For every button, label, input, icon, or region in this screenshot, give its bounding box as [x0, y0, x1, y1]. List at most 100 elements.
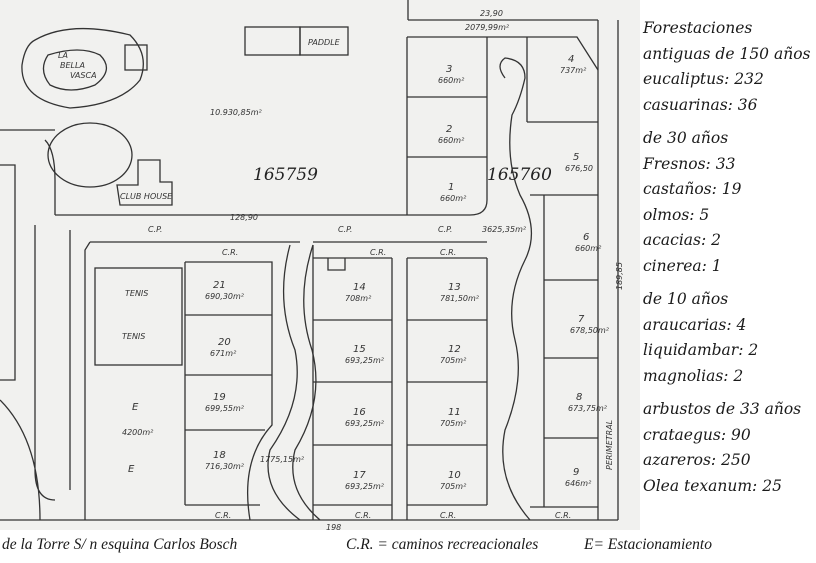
- lot-number: 4: [568, 54, 574, 65]
- lot-area: 678,50m²: [570, 326, 610, 335]
- legend-line: olmos: 5: [643, 205, 710, 224]
- lot-number: 6: [583, 232, 589, 243]
- left-area-label: 10.930,85m²: [210, 108, 263, 117]
- tennis-court: [94, 267, 183, 366]
- lot-number: 14: [353, 282, 366, 293]
- caption-bar: de la Torre S/ n esquina Carlos Bosch C.…: [0, 536, 816, 563]
- legend-line: azareros: 250: [643, 451, 751, 469]
- lot-number: 12: [448, 344, 461, 355]
- lot-area: 660m²: [440, 194, 467, 203]
- lot-area: 660m²: [438, 136, 465, 145]
- cr-label: C.R.: [355, 511, 371, 520]
- parcel-number: 165759: [253, 165, 318, 185]
- tennis-label: TENIS: [122, 332, 145, 341]
- parking-area-label: 4200m²: [122, 428, 154, 437]
- lot-area: 705m²: [440, 356, 467, 365]
- cp-road: [55, 214, 487, 520]
- legend-line: castaños: 19: [643, 180, 742, 198]
- site-plan-map: LA BELLA VASCA PADDLE CLUB HOUSE 10.930,…: [0, 0, 640, 530]
- legend-heading: de 10 años: [643, 290, 729, 308]
- lot-area: 693,25m²: [345, 356, 385, 365]
- cr-label: C.R.: [370, 248, 386, 257]
- lot-area: 676,50: [565, 164, 593, 173]
- lot-area: 705m²: [440, 419, 467, 428]
- tennis-label: TENIS: [125, 289, 148, 298]
- legend-heading: arbustos de 33 años: [643, 400, 802, 418]
- legend-line: acacias: 2: [643, 231, 722, 249]
- plan-boundary: [0, 0, 619, 521]
- lot-number: 7: [578, 314, 585, 325]
- lot-area: 660m²: [438, 76, 465, 85]
- lot-lines-west-block: [184, 261, 273, 521]
- legend-line: cinerea: 1: [643, 256, 722, 275]
- legend-line: Fresnos: 33: [643, 154, 736, 173]
- lot-number: 21: [213, 280, 226, 291]
- west-roads: [0, 129, 71, 521]
- cr-label: C.R.: [222, 248, 238, 257]
- pool-deck: [124, 44, 148, 71]
- lot-number: 11: [448, 407, 461, 418]
- lot-area: 699,55m²: [205, 404, 245, 413]
- legend-line: casuarinas: 36: [643, 95, 758, 114]
- lot-lines-north: [406, 36, 599, 508]
- lot-number: 5: [573, 152, 579, 163]
- cr-label: C.R.: [440, 511, 456, 520]
- e-legend-note: E= Estacionamiento: [584, 536, 712, 553]
- address-caption: de la Torre S/ n esquina Carlos Bosch: [2, 536, 238, 553]
- lot-area: 693,25m²: [345, 419, 385, 428]
- green-strip: [267, 244, 321, 521]
- road-area-label: 3625,35m²: [482, 225, 527, 234]
- legend-line: magnolias: 2: [643, 366, 744, 385]
- cr-legend-note: C.R. = caminos recreacionales: [346, 536, 539, 553]
- pool-label: BELLA: [60, 61, 85, 70]
- lot-number: 9: [573, 467, 579, 478]
- green-area-label: 1775,15m²: [260, 455, 305, 464]
- lot-number: 15: [353, 344, 366, 355]
- cr-label: C.R.: [555, 511, 571, 520]
- lot-area: 737m²: [560, 66, 587, 75]
- lot-area: 646m²: [565, 479, 592, 488]
- lot-area: 716,30m²: [205, 462, 245, 471]
- lot-area: 673,75m²: [568, 404, 608, 413]
- top-area-label: 2079,99m²: [465, 23, 510, 32]
- bottom-length-label: 198: [326, 523, 341, 530]
- pool-label: LA: [58, 51, 68, 60]
- club-house-label: CLUB HOUSE: [120, 192, 173, 201]
- lot-number: 8: [576, 392, 582, 403]
- paddle-label: PADDLE: [308, 38, 341, 47]
- legend-line: liquidambar: 2: [643, 341, 759, 359]
- paddle-court-b: [299, 26, 349, 56]
- club-house-building: [116, 159, 173, 206]
- perimetral-label: PERIMETRAL: [605, 420, 614, 470]
- lot-area: 708m²: [345, 294, 372, 303]
- lot-area: 705m²: [440, 482, 467, 491]
- roundabout: [47, 122, 133, 188]
- parking-label: E: [132, 402, 139, 413]
- top-width-label: 23,90: [480, 9, 503, 18]
- paddle-court-a: [244, 26, 301, 56]
- lot-area: 781,50m²: [440, 294, 480, 303]
- lot-number: 2: [446, 124, 452, 135]
- lot-area: 660m²: [575, 244, 602, 253]
- lot-labels: 1660m²2660m²3660m²4737m²5676,506660m²767…: [205, 54, 610, 491]
- lot-area: 690,30m²: [205, 292, 245, 301]
- cr-label: C.R.: [440, 248, 456, 257]
- lot-number: 10: [448, 470, 461, 481]
- lot-number: 20: [218, 337, 231, 348]
- parking-label: E: [128, 464, 135, 475]
- lot-lines-center-block: [312, 245, 488, 520]
- right-length-label: 189,85: [615, 262, 624, 290]
- lot-area: 693,25m²: [345, 482, 385, 491]
- lot-number: 1: [448, 182, 454, 193]
- lot-number: 3: [446, 64, 452, 75]
- cp-label: C.P.: [338, 225, 352, 234]
- legend-line: antiguas de 150 años: [643, 44, 811, 63]
- cul-de-sac-road: [499, 57, 533, 521]
- legend-heading: de 30 años: [643, 129, 729, 147]
- parcel-number: 165760: [487, 165, 552, 185]
- legend-line: eucaliptus: 232: [643, 70, 764, 88]
